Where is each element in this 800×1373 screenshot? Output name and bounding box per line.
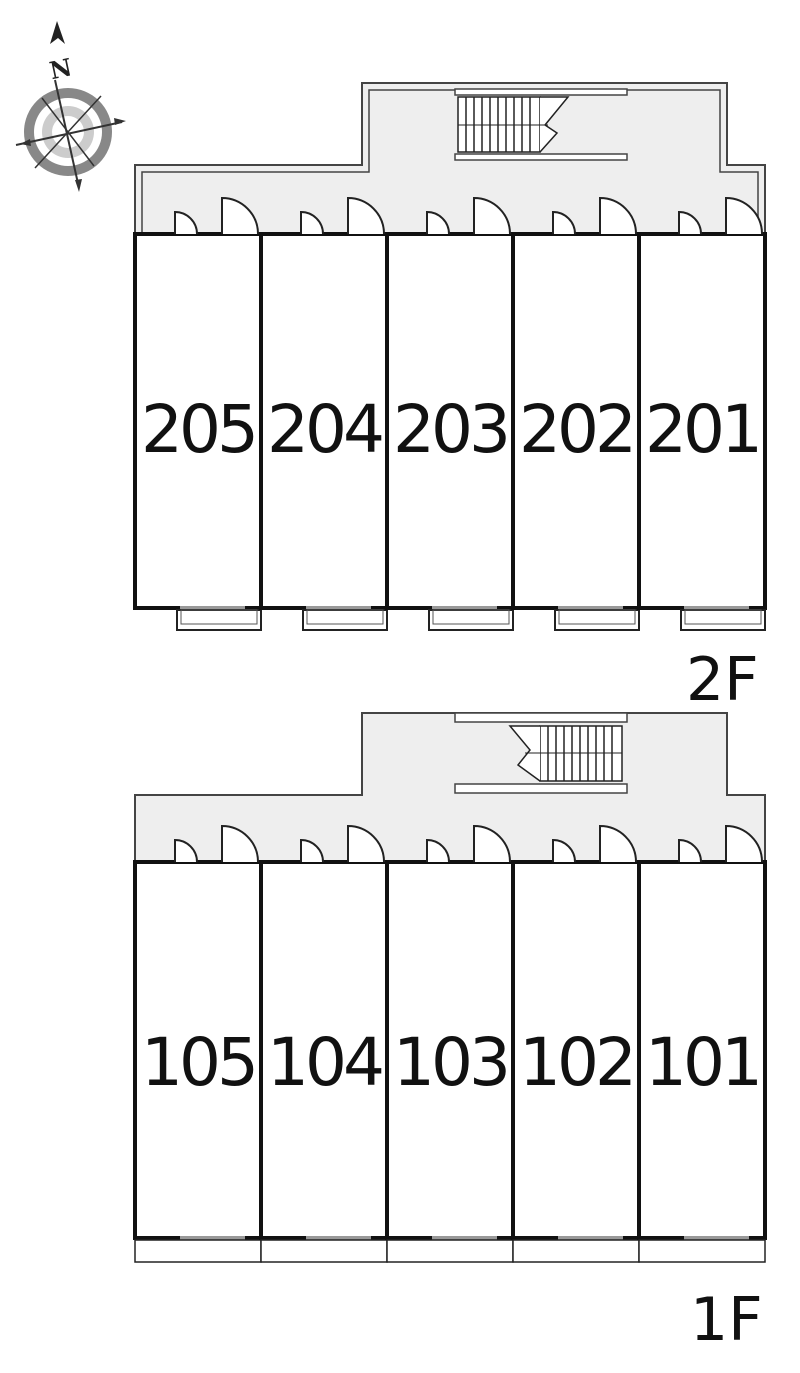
door-icon <box>300 838 324 863</box>
compass-icon <box>15 21 126 192</box>
unit-204: 204 <box>259 196 389 631</box>
unit-room <box>637 860 767 1240</box>
compass-north-label: N <box>47 52 74 85</box>
door-icon <box>221 196 259 235</box>
unit-room <box>259 860 389 1240</box>
unit-room <box>385 860 515 1240</box>
door-icon <box>678 210 702 235</box>
eave <box>638 1239 766 1263</box>
unit-room <box>511 232 641 610</box>
unit-number-label: 204 <box>267 391 382 468</box>
unit-number-label: 203 <box>393 391 507 468</box>
balcony <box>680 609 766 631</box>
balcony <box>554 609 640 631</box>
door-icon <box>426 210 450 235</box>
door-icon <box>678 838 702 863</box>
floor-label-2f: 2F <box>686 645 759 715</box>
unit-number-label: 205 <box>141 391 255 468</box>
door-icon <box>347 824 385 863</box>
unit-number-label: 202 <box>519 391 633 468</box>
unit-number-label: 102 <box>519 1024 633 1101</box>
floor-label-1f: 1F <box>690 1285 763 1355</box>
unit-103: 103 <box>385 824 515 1263</box>
corridor-2f <box>134 82 766 236</box>
door-icon <box>473 824 511 863</box>
door-icon <box>426 838 450 863</box>
eave <box>260 1239 388 1263</box>
unit-room <box>259 232 389 610</box>
balcony <box>428 609 514 631</box>
door-icon <box>174 210 198 235</box>
unit-number-label: 105 <box>141 1024 255 1101</box>
unit-205: 205 <box>133 196 263 631</box>
door-icon <box>599 196 637 235</box>
door-icon <box>300 210 324 235</box>
unit-number-label: 103 <box>393 1024 507 1101</box>
unit-number-label: 101 <box>645 1024 759 1101</box>
door-icon <box>725 824 763 863</box>
eave <box>134 1239 262 1263</box>
staircase-1f <box>454 712 628 794</box>
door-icon <box>473 196 511 235</box>
unit-202: 202 <box>511 196 641 631</box>
eave <box>386 1239 514 1263</box>
door-icon <box>221 824 259 863</box>
door-icon <box>174 838 198 863</box>
door-icon <box>552 838 576 863</box>
unit-room <box>637 232 767 610</box>
unit-105: 105 <box>133 824 263 1263</box>
unit-102: 102 <box>511 824 641 1263</box>
unit-201: 201 <box>637 196 767 631</box>
balcony <box>302 609 388 631</box>
door-icon <box>347 196 385 235</box>
eave <box>512 1239 640 1263</box>
unit-203: 203 <box>385 196 515 631</box>
staircase-2f <box>454 88 628 161</box>
door-icon <box>725 196 763 235</box>
door-icon <box>552 210 576 235</box>
balcony <box>176 609 262 631</box>
door-icon <box>599 824 637 863</box>
unit-104: 104 <box>259 824 389 1263</box>
unit-number-label: 201 <box>645 391 759 468</box>
unit-101: 101 <box>637 824 767 1263</box>
unit-number-label: 104 <box>267 1024 382 1101</box>
unit-room <box>133 860 263 1240</box>
